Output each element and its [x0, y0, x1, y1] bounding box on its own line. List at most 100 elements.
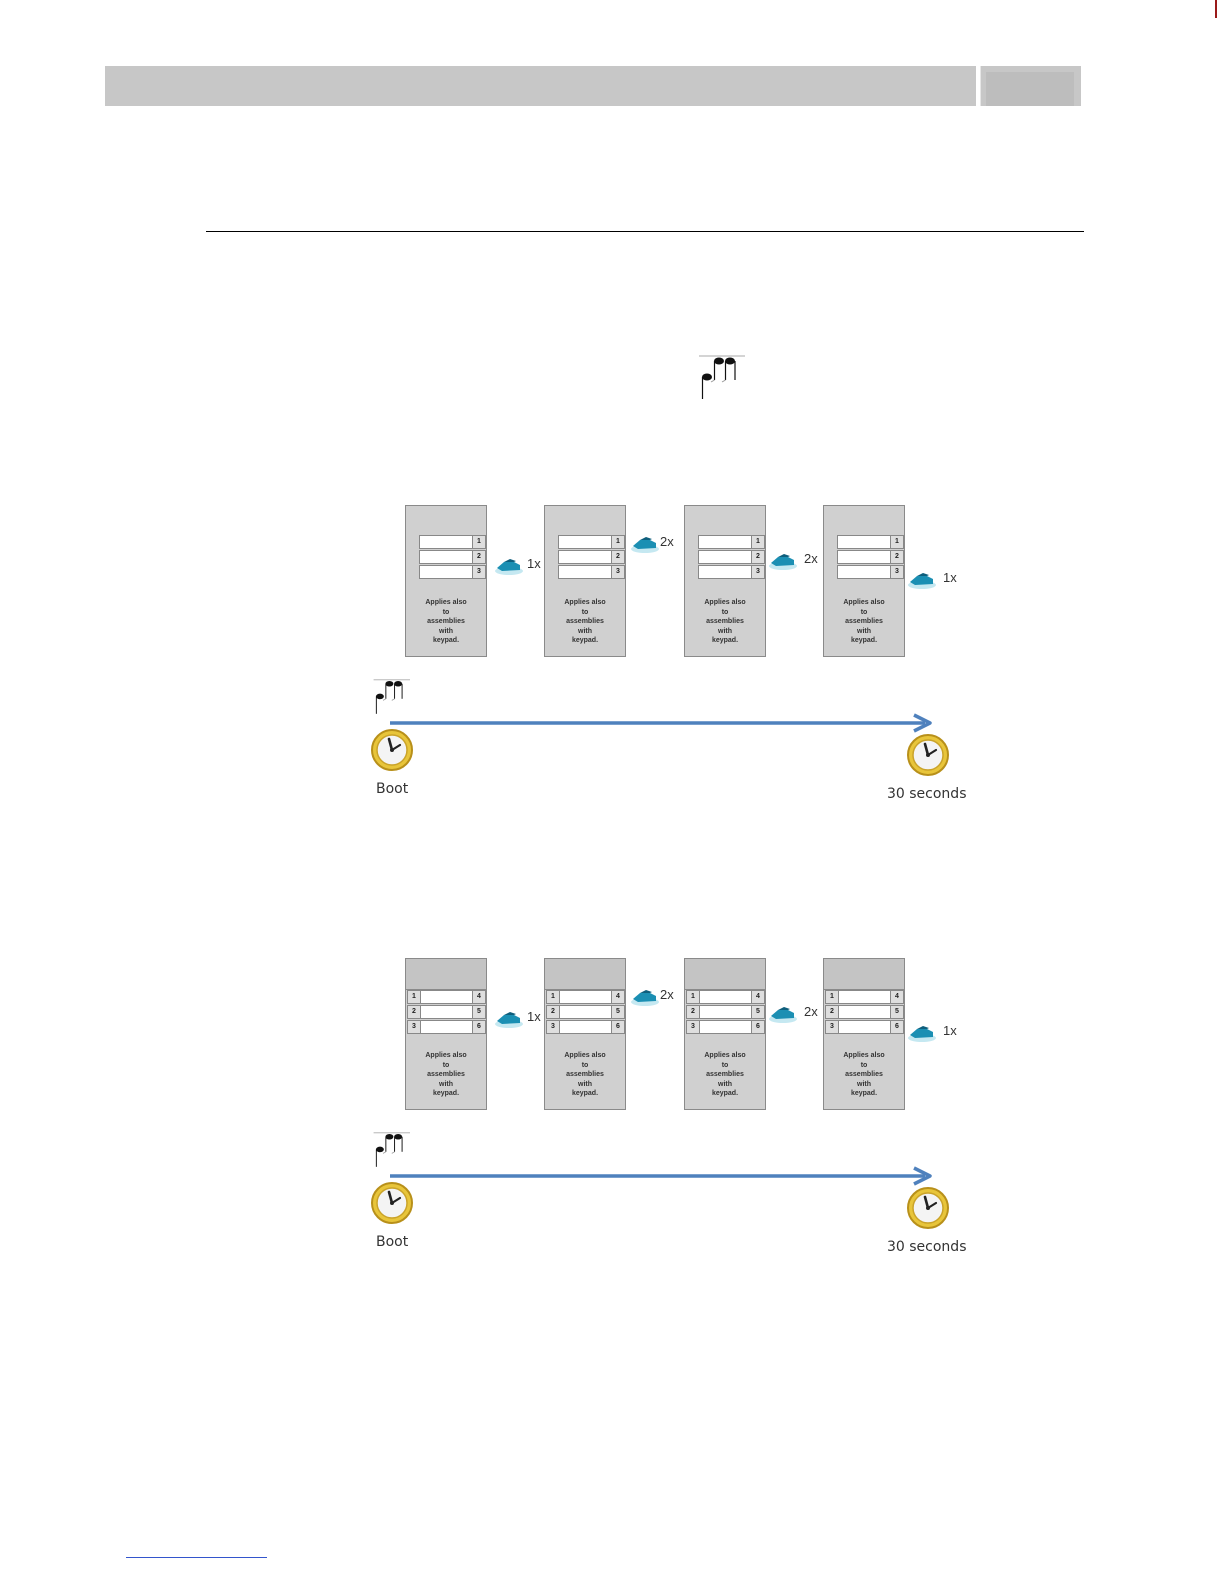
- key-number: 4: [472, 990, 486, 1004]
- key-label-field: [559, 990, 612, 1004]
- key-number: 3: [611, 565, 625, 579]
- page-edge-mark: [1215, 0, 1217, 18]
- timeline-start-label: Boot: [376, 781, 409, 797]
- key-number: 1: [890, 535, 904, 549]
- press-count: 1x: [527, 1009, 541, 1024]
- key-number: 2: [611, 550, 625, 564]
- key-label-field: [419, 565, 473, 579]
- key-number: 1: [751, 535, 765, 549]
- key-number: 2: [407, 1005, 421, 1019]
- key-label-field: [838, 990, 891, 1004]
- timeline-end-label: 30 seconds: [887, 1239, 967, 1255]
- clock-icon: [370, 728, 414, 772]
- key-number: 2: [472, 550, 486, 564]
- clock-icon: [370, 1181, 414, 1225]
- key-label-field: [837, 550, 891, 564]
- key-number: 1: [472, 535, 486, 549]
- key-number: 5: [751, 1005, 765, 1019]
- clock-icon: [906, 1186, 950, 1230]
- press-count: 2x: [660, 534, 674, 549]
- panel-note: Applies also to assemblies with keypad.: [564, 599, 606, 645]
- key-number: 2: [686, 1005, 700, 1019]
- finger-press-icon: [630, 534, 660, 554]
- key-number: 6: [751, 1020, 765, 1034]
- key-number: 1: [611, 535, 625, 549]
- panel-display-area: [545, 959, 625, 990]
- key-label-field: [838, 1020, 891, 1034]
- key-label-field: [559, 1020, 612, 1034]
- header-bar: [105, 66, 976, 106]
- key-label-field: [419, 535, 473, 549]
- panel-note: Applies also to assemblies with keypad.: [843, 599, 885, 645]
- key-number: 3: [407, 1020, 421, 1034]
- key-number: 3: [472, 565, 486, 579]
- key-number: 6: [472, 1020, 486, 1034]
- press-count: 1x: [527, 556, 541, 571]
- key-label-field: [699, 990, 752, 1004]
- key-number: 2: [546, 1005, 560, 1019]
- key-label-field: [420, 990, 473, 1004]
- key-number: 2: [751, 550, 765, 564]
- key-number: 4: [611, 990, 625, 1004]
- finger-press-icon: [907, 1023, 937, 1043]
- panel-note: Applies also to assemblies with keypad.: [425, 1052, 467, 1098]
- key-number: 5: [611, 1005, 625, 1019]
- press-count: 2x: [804, 1004, 818, 1019]
- key-label-field: [420, 1005, 473, 1019]
- press-count: 1x: [943, 1023, 957, 1038]
- key-label-field: [558, 535, 612, 549]
- section-rule: [206, 231, 1084, 232]
- key-number: 6: [611, 1020, 625, 1034]
- finger-press-icon: [630, 987, 660, 1007]
- key-number: 2: [825, 1005, 839, 1019]
- key-label-field: [698, 535, 752, 549]
- key-number: 3: [546, 1020, 560, 1034]
- music-notes-icon: [372, 678, 410, 718]
- panel-display-area: [406, 959, 486, 990]
- key-number: 3: [686, 1020, 700, 1034]
- finger-press-icon: [907, 570, 937, 590]
- footer-link-underline: [126, 1557, 267, 1558]
- key-label-field: [837, 565, 891, 579]
- timeline-start-label: Boot: [376, 1234, 409, 1250]
- key-label-field: [419, 550, 473, 564]
- key-number: 5: [890, 1005, 904, 1019]
- timeline-arrow: [390, 713, 932, 733]
- header-page-tab-inner: [986, 72, 1074, 106]
- key-label-field: [837, 535, 891, 549]
- key-label-field: [558, 550, 612, 564]
- key-number: 4: [751, 990, 765, 1004]
- press-count: 2x: [804, 551, 818, 566]
- key-number: 6: [890, 1020, 904, 1034]
- key-label-field: [420, 1020, 473, 1034]
- panel-note: Applies also to assemblies with keypad.: [704, 1052, 746, 1098]
- finger-press-icon: [768, 551, 798, 571]
- key-number: 3: [890, 565, 904, 579]
- panel-display-area: [824, 959, 904, 990]
- key-label-field: [698, 565, 752, 579]
- press-count: 2x: [660, 987, 674, 1002]
- music-notes-icon: [372, 1131, 410, 1171]
- key-number: 1: [546, 990, 560, 1004]
- key-number: 5: [472, 1005, 486, 1019]
- timeline-arrow: [390, 1166, 932, 1186]
- panel-note: Applies also to assemblies with keypad.: [564, 1052, 606, 1098]
- key-number: 2: [890, 550, 904, 564]
- panel-note: Applies also to assemblies with keypad.: [704, 599, 746, 645]
- key-number: 1: [407, 990, 421, 1004]
- clock-icon: [906, 733, 950, 777]
- key-label-field: [838, 1005, 891, 1019]
- key-label-field: [699, 1020, 752, 1034]
- key-number: 4: [890, 990, 904, 1004]
- panel-note: Applies also to assemblies with keypad.: [843, 1052, 885, 1098]
- finger-press-icon: [768, 1004, 798, 1024]
- press-count: 1x: [943, 570, 957, 585]
- finger-press-icon: [494, 1009, 524, 1029]
